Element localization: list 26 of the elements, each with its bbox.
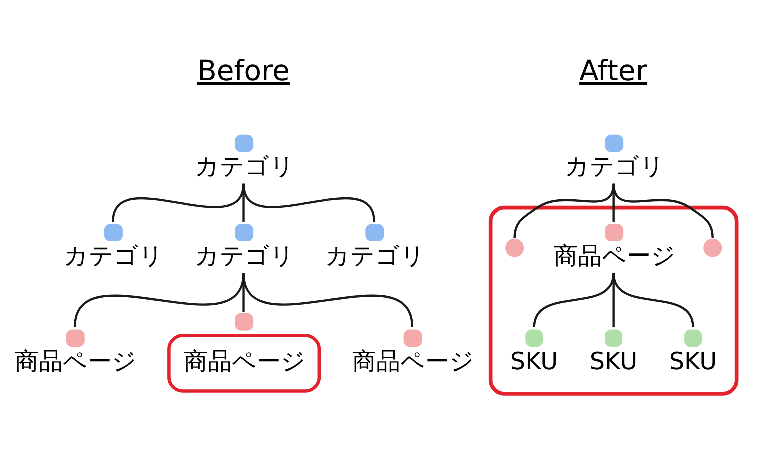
connector (612, 272, 615, 328)
label: Before (198, 54, 290, 87)
connector (533, 272, 615, 328)
node-label: SKU (590, 347, 638, 376)
connector (112, 183, 245, 222)
node-label: 商品ページ (15, 347, 138, 376)
connector (242, 183, 376, 222)
connector (242, 272, 414, 328)
node-label: カテゴリ (325, 241, 426, 270)
node-label: 商品ページ (554, 241, 676, 270)
node-label: SKU (669, 347, 718, 376)
connector (514, 183, 615, 238)
node-label: カテゴリ (194, 152, 295, 180)
node-circle (704, 238, 722, 257)
node-label: SKU (510, 347, 558, 376)
connector (242, 272, 245, 312)
node-label: 商品ページ (352, 347, 475, 376)
node-label: カテゴリ (564, 152, 665, 180)
node-label: カテゴリ (194, 241, 295, 270)
connector (242, 183, 245, 222)
cluster (488, 205, 739, 396)
label: After (580, 54, 648, 87)
node-label: カテゴリ (64, 241, 164, 270)
node-circle (506, 238, 524, 257)
connector (612, 272, 694, 328)
connector (74, 272, 245, 328)
